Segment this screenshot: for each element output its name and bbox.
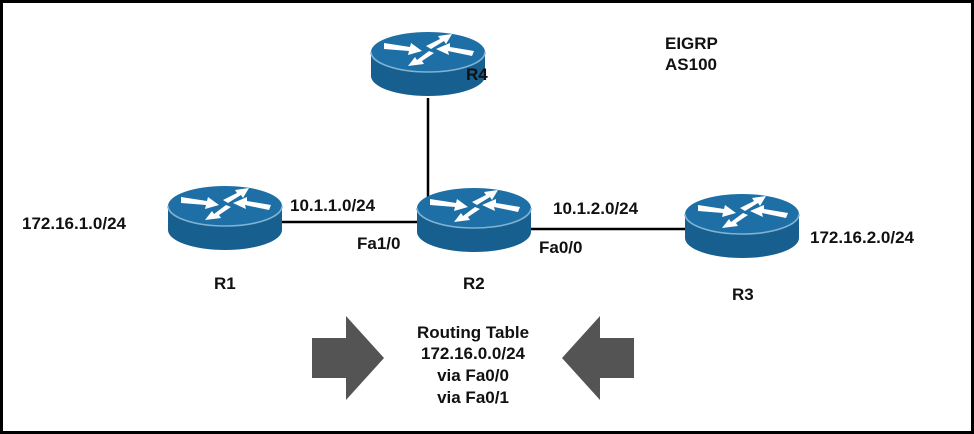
routing-table-title: Routing Table [417,323,529,342]
interface-label-fa1-0: Fa1/0 [357,234,400,253]
subnet-label-r1-r2: 10.1.1.0/24 [290,196,376,215]
network-label-r3: 172.16.2.0/24 [810,228,915,247]
protocol-label-line2: AS100 [665,55,717,74]
network-label-r1: 172.16.1.0/24 [22,214,127,233]
router-label-r3: R3 [732,285,754,304]
subnet-label-r2-r3: 10.1.2.0/24 [553,199,639,218]
router-label-r2: R2 [463,274,485,293]
arrow-left-icon [562,316,634,400]
router-icon-r3 [684,193,800,259]
router-icon-r1 [167,185,283,251]
arrow-right-icon [312,316,384,400]
routing-table-line-3: via Fa0/1 [437,388,509,407]
router-label-r1: R1 [214,274,236,293]
router-icon-r2 [416,187,532,253]
routing-table-line-1: 172.16.0.0/24 [421,344,526,363]
routing-table-line-2: via Fa0/0 [437,366,509,385]
router-icon-r4 [370,31,486,97]
router-label-r4: R4 [466,65,488,84]
interface-label-fa0-0: Fa0/0 [539,238,582,257]
protocol-label-line1: EIGRP [665,34,718,53]
